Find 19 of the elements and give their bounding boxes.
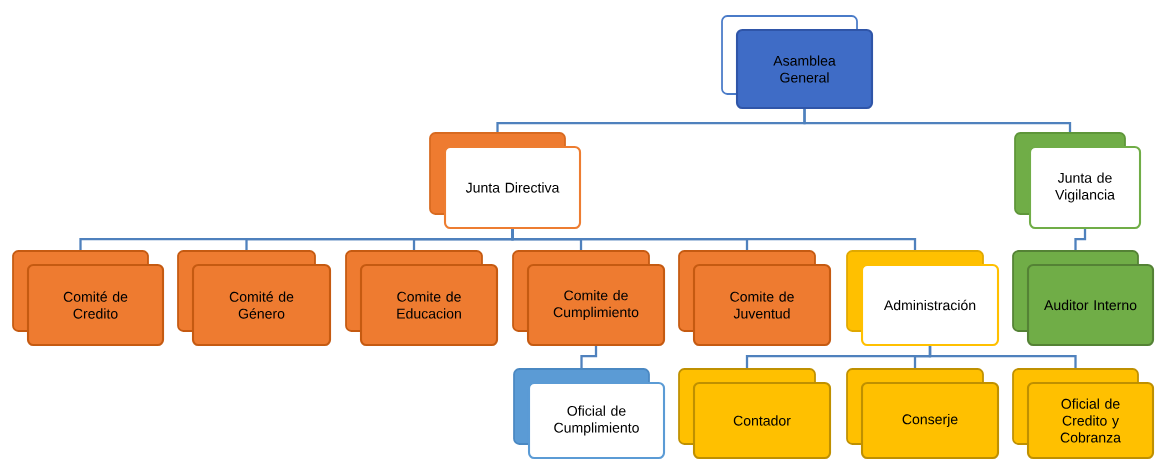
org-box: Comité de Credito bbox=[12, 250, 165, 347]
connector-line bbox=[511, 229, 917, 250]
org-box: Comité de Género bbox=[177, 250, 332, 347]
org-box: Asamblea General bbox=[721, 15, 874, 110]
connector-line bbox=[803, 109, 1072, 132]
org-box: Junta de Vigilancia bbox=[1014, 132, 1142, 230]
org-box: Oficial de Cumplimiento bbox=[513, 368, 666, 460]
org-box: Comite de Cumplimiento bbox=[512, 250, 666, 347]
org-box: Oficial de Credito y Cobranza bbox=[1012, 368, 1155, 460]
connector-line bbox=[580, 346, 598, 368]
org-box: Contador bbox=[678, 368, 832, 460]
org-box: Comite de Educacion bbox=[345, 250, 499, 347]
org-box: Auditor Interno bbox=[1012, 250, 1155, 347]
org-box: Administración bbox=[846, 250, 1000, 347]
org-box: Conserje bbox=[846, 368, 1000, 460]
connector-line bbox=[928, 346, 1077, 368]
org-box: Comite de Juventud bbox=[678, 250, 832, 347]
org-box: Junta Directiva bbox=[429, 132, 582, 230]
connector-line bbox=[1074, 229, 1087, 250]
